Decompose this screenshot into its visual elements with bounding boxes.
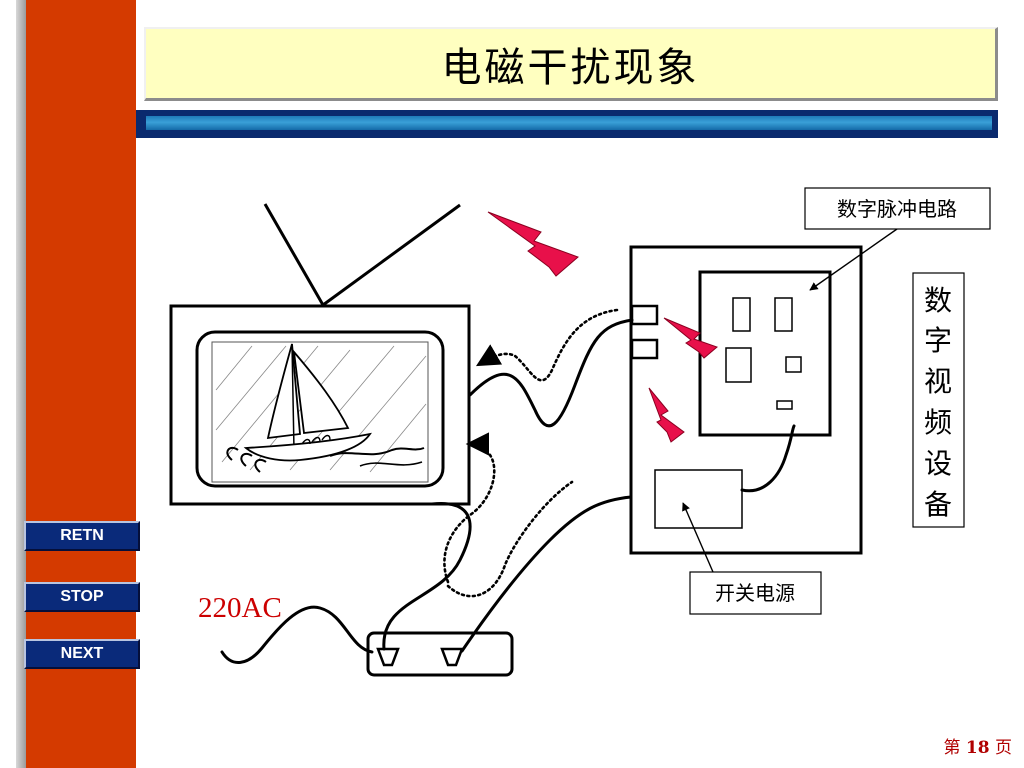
digital-video-device-label: 数 字 视 频 设 备 [924,284,952,521]
tv-antenna [263,203,461,307]
svg-text:备: 备 [924,488,952,521]
header-bar-highlight [146,116,992,130]
page-suffix: 页 [995,738,1012,758]
switching-power-callout [689,571,822,615]
digital-pulse-circuit-board [698,270,832,437]
svg-text:字: 字 [924,324,952,357]
digital-pulse-circuit-label: 数字脉冲电路 [837,197,957,221]
title-box: 电磁干扰现象 [144,27,998,101]
tv-screen-sailboat-image [215,343,427,473]
svg-text:数: 数 [924,284,952,317]
power-strip [366,631,514,677]
digital-video-device-callout [912,272,965,528]
cables [220,318,796,664]
digital-pulse-circuit-callout [804,187,991,230]
switching-power-box [654,469,743,529]
stop-button[interactable]: STOP [24,582,140,612]
retn-button[interactable]: RETN [24,521,140,551]
page-number-value: 18 [965,738,990,758]
svg-text:频: 频 [924,406,952,439]
lightning-icon [648,387,685,443]
left-shadow-strip [16,0,26,768]
slide-title: 电磁干扰现象 [441,44,700,91]
svg-text:视: 视 [924,365,952,398]
lightning-icon [663,317,718,359]
page-prefix: 第 [943,738,961,758]
svg-text:设: 设 [924,447,952,480]
next-button[interactable]: NEXT [24,639,140,669]
mains-voltage-label: 220AC [198,592,282,624]
interference-paths [443,308,619,598]
switching-power-label: 开关电源 [715,581,795,605]
page-number: 第 18 页 [944,733,1012,758]
lightning-bolts [487,211,718,443]
callout-leaders [682,228,898,573]
lightning-icon [487,211,579,277]
